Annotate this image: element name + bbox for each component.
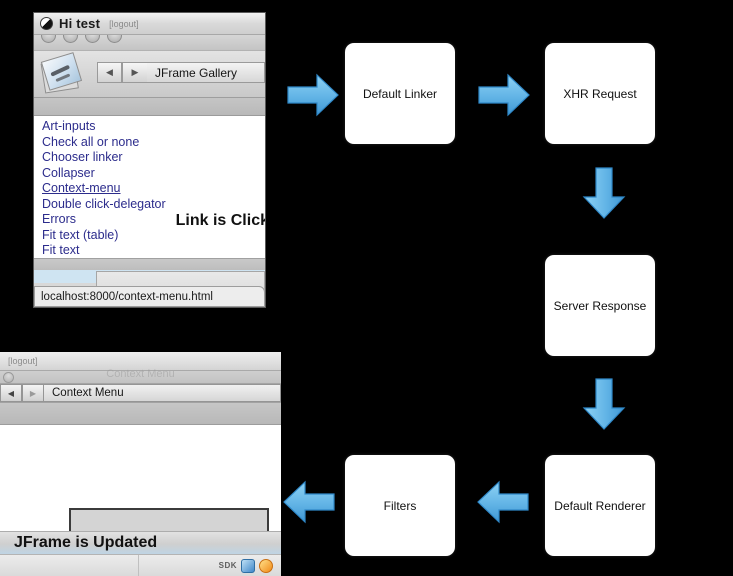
list-item[interactable]: Collapser [42, 165, 95, 180]
window-button-row [34, 35, 265, 51]
context-navbar: ◀ ▶ Context Menu [0, 384, 281, 403]
back-arrow-icon[interactable]: ◀ [0, 384, 22, 402]
status-url-text: localhost:8000/context-menu.html [41, 290, 213, 303]
node-default-renderer[interactable]: Default Renderer [545, 455, 655, 556]
node-label: Server Response [553, 298, 647, 313]
ghost-title-row: Context Menu [0, 368, 281, 384]
sdk-orange-icon[interactable] [259, 558, 273, 573]
arrow-server-to-renderer [582, 378, 626, 430]
context-menu-window[interactable]: [logout] Context Menu ◀ ▶ Context Menu I… [0, 352, 281, 576]
list-item[interactable]: Check all or none [42, 134, 140, 149]
window-zoom-button[interactable] [85, 35, 100, 43]
logout-link[interactable]: [logout] [8, 356, 38, 366]
window-minimize-button[interactable] [63, 35, 78, 43]
node-server-response[interactable]: Server Response [545, 255, 655, 356]
sdk-label: SDK [218, 561, 237, 570]
caption-label: JFrame is Updated [14, 534, 158, 551]
status-bar: localhost:8000/context-menu.html [34, 286, 265, 307]
context-page-title[interactable]: Context Menu [44, 384, 281, 402]
arrow-xhr-to-server [582, 167, 626, 219]
list-item[interactable]: Double click-delegator [42, 196, 166, 211]
list-item-context-menu[interactable]: Context-menu [42, 181, 121, 195]
list-item[interactable]: Fit text [42, 243, 80, 257]
greeting-label: Hi test [59, 16, 101, 31]
gallery-toolbar: ◀ ▶ JFrame Gallery [34, 51, 265, 98]
selection-band [34, 270, 265, 297]
forward-arrow-icon[interactable]: ▶ [122, 62, 147, 83]
link-is-clicked-overlay: Link is Click [175, 212, 266, 229]
window-close-button[interactable] [41, 35, 56, 43]
footer-divider [138, 555, 139, 576]
node-label: Default Linker [362, 86, 438, 101]
context-window-footer: SDK [0, 554, 281, 576]
list-item[interactable]: Errors [42, 212, 77, 226]
toolbar-spacer [34, 98, 265, 116]
arrow-renderer-to-filters [477, 480, 529, 524]
ghost-title-label: Context Menu [106, 368, 175, 380]
pipeline-flowchart: Default Linker XHR Request Server Respon… [281, 0, 733, 576]
context-toolbar-spacer [0, 403, 281, 425]
context-window-titlebar: [logout] [0, 352, 281, 371]
forward-arrow-icon[interactable]: ▶ [22, 384, 44, 402]
arrow-filters-out [283, 480, 335, 524]
logout-link[interactable]: [logout] [109, 18, 139, 29]
arrow-into-linker [287, 73, 339, 117]
gallery-page-body: Art-inputs Check all or none Chooser lin… [34, 116, 265, 258]
sdk-blue-icon[interactable] [241, 558, 255, 573]
window-button-partial-icon[interactable] [3, 372, 14, 383]
demo-link-list: Art-inputs Check all or none Chooser lin… [42, 119, 265, 259]
node-label: Filters [383, 498, 417, 513]
list-item[interactable]: Chooser linker [42, 150, 123, 164]
window-titlebar: Hi test [logout] [34, 13, 265, 35]
app-logo-icon [40, 17, 53, 30]
node-xhr-request[interactable]: XHR Request [545, 43, 655, 144]
arrow-linker-to-xhr [478, 73, 530, 117]
gallery-navbar: ◀ ▶ JFrame Gallery [97, 62, 265, 83]
jframe-updated-caption: JFrame is Updated [0, 531, 281, 554]
gallery-photos-icon [36, 47, 90, 98]
node-filters[interactable]: Filters [345, 455, 455, 556]
window-extra-button[interactable] [107, 35, 122, 43]
gallery-title[interactable]: JFrame Gallery [147, 62, 265, 83]
node-label: XHR Request [563, 86, 637, 101]
jframe-gallery-window[interactable]: Hi test [logout] ◀ ▶ JFrame Gallery Art-… [33, 12, 266, 308]
node-label: Default Renderer [554, 498, 646, 513]
gallery-lower-toolbar [34, 258, 265, 270]
back-arrow-icon[interactable]: ◀ [97, 62, 122, 83]
list-item[interactable]: Fit text (table) [42, 227, 119, 242]
node-default-linker[interactable]: Default Linker [345, 43, 455, 144]
list-item[interactable]: Art-inputs [42, 119, 96, 133]
